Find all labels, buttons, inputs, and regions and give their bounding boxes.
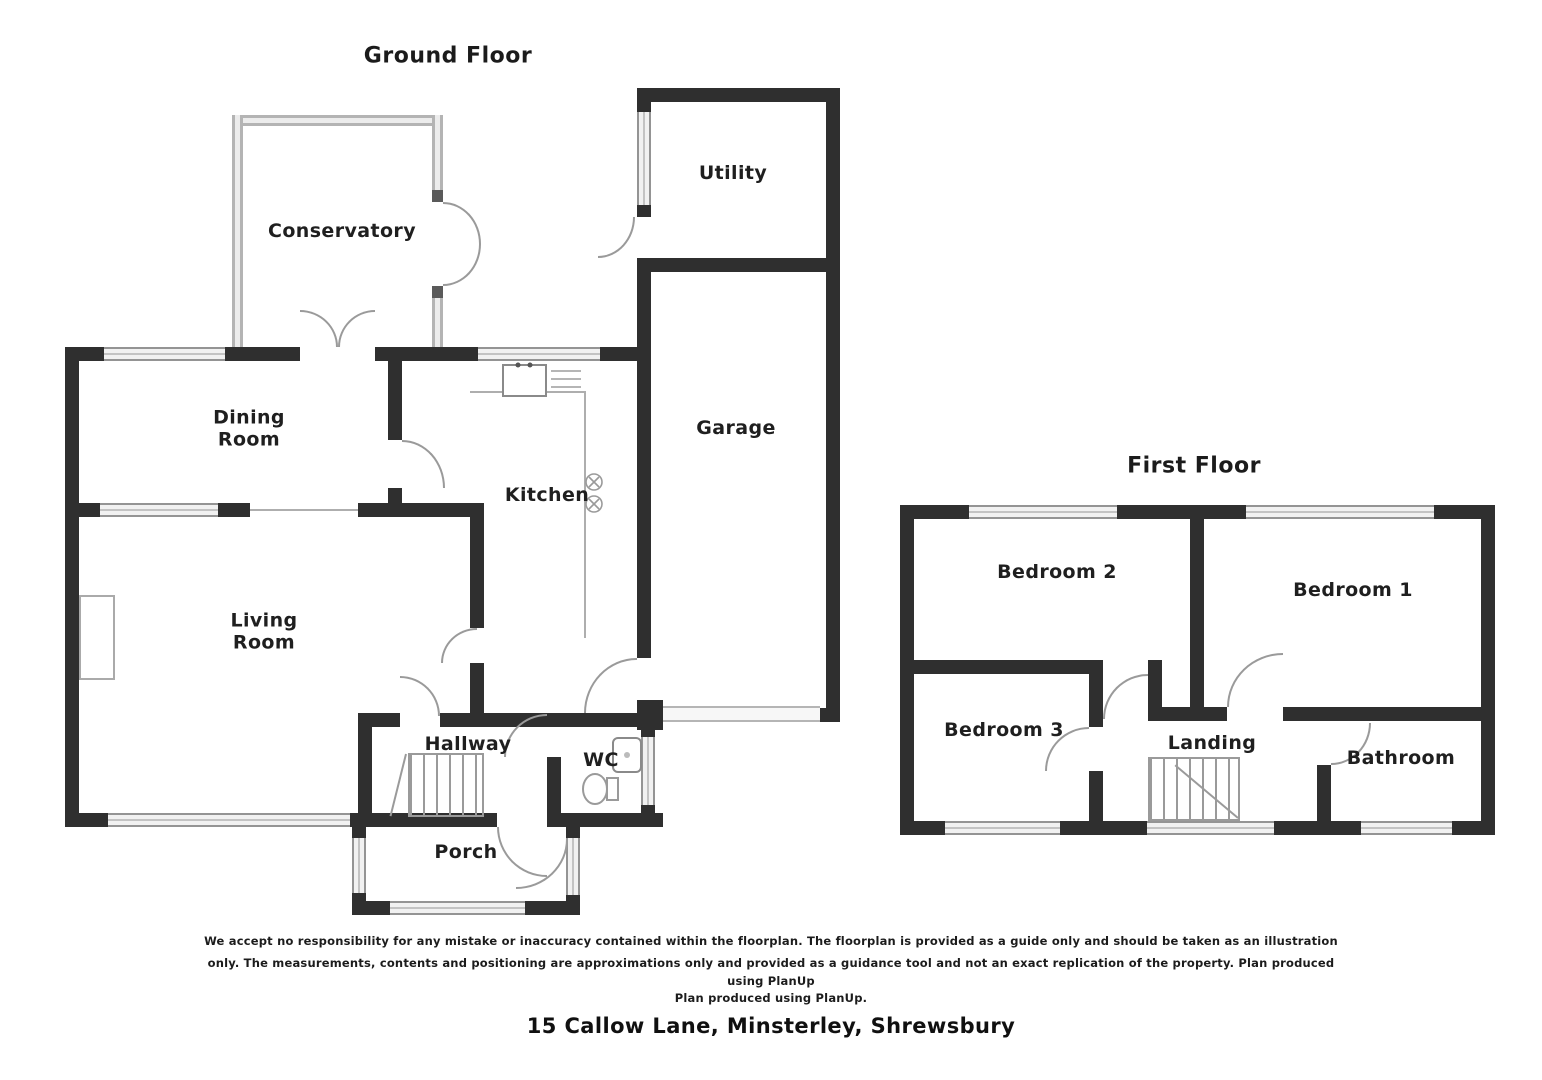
disclaimer-line-4: Plan produced using PlanUp. <box>674 991 868 1005</box>
room-label-dining-room: Dining Room <box>213 406 285 451</box>
wall-segment <box>65 503 100 517</box>
wall-segment <box>1283 707 1481 721</box>
window <box>969 505 1117 519</box>
wall-segment <box>1274 821 1361 835</box>
wall-segment <box>1089 674 1103 727</box>
kitchen-counter-line <box>584 391 586 638</box>
room-label-porch: Porch <box>434 840 498 863</box>
room-label-hallway: Hallway <box>424 732 512 755</box>
wall-segment <box>1434 505 1495 519</box>
wall-segment <box>432 190 443 202</box>
hob-icon <box>585 473 603 513</box>
disclaimer-line-3: using PlanUp <box>727 974 815 988</box>
wall-segment <box>1089 771 1103 821</box>
wall-segment <box>826 88 840 722</box>
wall-segment <box>432 286 443 298</box>
wall-segment <box>641 727 655 737</box>
room-label-wc: WC <box>583 748 619 771</box>
stairs <box>408 753 484 817</box>
window <box>1246 505 1434 519</box>
wall-segment <box>637 205 651 217</box>
room-label-bedroom-2: Bedroom 2 <box>997 560 1117 583</box>
wall-segment <box>225 347 300 361</box>
window <box>637 112 651 205</box>
wall-segment <box>900 505 914 835</box>
garage-door <box>663 706 820 722</box>
wall-segment <box>547 757 561 827</box>
window <box>1361 821 1452 835</box>
wall-segment <box>388 488 402 517</box>
wall-segment <box>566 827 580 838</box>
window <box>100 503 218 517</box>
stairs <box>1148 757 1240 821</box>
disclaimer-line-1: We accept no responsibility for any mist… <box>204 934 1338 948</box>
window <box>945 821 1060 835</box>
wall-segment <box>547 813 663 827</box>
disclaimer-line-2: only. The measurements, contents and pos… <box>207 956 1335 970</box>
wall-segment <box>352 901 390 915</box>
wall-segment <box>637 265 651 658</box>
floor-title-first: First Floor <box>1127 453 1261 479</box>
wall-segment <box>641 805 655 827</box>
wall-segment <box>900 505 969 519</box>
wall-segment <box>1162 707 1204 721</box>
wall-segment <box>1190 519 1204 713</box>
glass-wall <box>232 115 443 126</box>
wc-sink-icon <box>612 737 642 773</box>
room-label-bedroom-3: Bedroom 3 <box>944 718 1064 741</box>
window <box>352 838 366 893</box>
wall-segment <box>566 895 580 915</box>
wall-segment <box>470 663 484 727</box>
wall-segment <box>637 88 840 102</box>
window <box>108 813 350 827</box>
wall-segment <box>637 88 651 112</box>
glass-wall <box>432 286 443 352</box>
wall-segment <box>1204 707 1227 721</box>
window <box>104 347 225 361</box>
floor-title-ground: Ground Floor <box>363 43 533 69</box>
room-label-kitchen: Kitchen <box>504 483 590 506</box>
glass-wall <box>432 115 443 202</box>
glass-wall <box>232 115 243 352</box>
wall-segment <box>914 660 1103 674</box>
wall-segment <box>1148 660 1162 721</box>
fireplace <box>79 595 115 680</box>
wall-segment <box>1060 821 1147 835</box>
wall-segment <box>470 503 484 628</box>
room-label-conservatory: Conservatory <box>268 219 416 242</box>
room-label-utility: Utility <box>698 161 768 184</box>
wall-segment <box>358 713 372 827</box>
room-label-garage: Garage <box>696 416 776 439</box>
glazed-door <box>566 838 580 895</box>
room-label-bathroom: Bathroom <box>1346 746 1456 769</box>
room-label-landing: Landing <box>1167 731 1257 754</box>
window <box>478 347 600 361</box>
address: 15 Callow Lane, Minsterley, Shrewsbury <box>526 1014 1016 1038</box>
wall-segment <box>388 347 402 440</box>
wall-segment <box>65 813 108 827</box>
wall-segment <box>440 713 663 727</box>
wall-segment <box>1317 765 1331 821</box>
wall-segment <box>820 708 840 722</box>
wall-segment <box>218 503 250 517</box>
window <box>641 737 655 805</box>
room-label-bedroom-1: Bedroom 1 <box>1293 578 1413 601</box>
wall-segment <box>1117 505 1246 519</box>
room-label-living-room: Living Room <box>230 609 298 654</box>
wall-segment <box>637 258 840 272</box>
wall-segment <box>352 827 366 838</box>
wall-segment <box>65 347 79 827</box>
toilet-icon <box>582 773 619 805</box>
kitchen-sink-icon <box>502 362 581 397</box>
opening-beam-line <box>250 509 358 511</box>
wall-segment <box>1481 505 1495 835</box>
window <box>1147 821 1274 835</box>
window <box>390 901 525 915</box>
